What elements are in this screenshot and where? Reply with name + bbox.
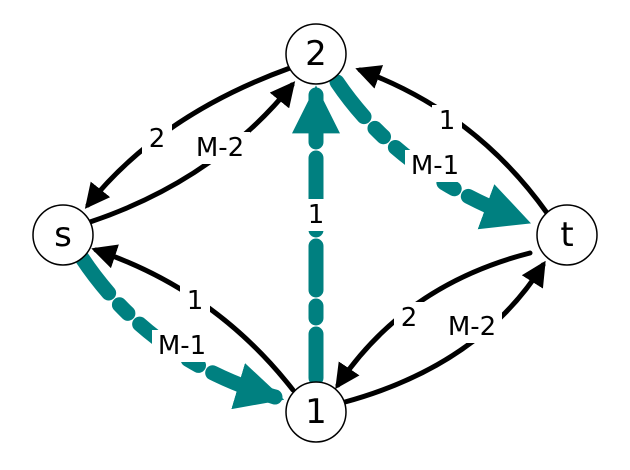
node-label-2: 2 [305, 34, 327, 74]
node-t: t [536, 204, 598, 266]
edge-label-2-to-t: M-1 [411, 151, 459, 181]
edge-label-t-to-2: 1 [439, 106, 456, 136]
edge-s-to-1: M-1 [74, 250, 285, 410]
edge-2-to-s: 2 [84, 65, 293, 209]
edge-label-1-to-2: 1 [308, 200, 325, 230]
edge-label-1-to-s: 1 [187, 286, 204, 316]
edge-label-s-to-2: M-2 [196, 133, 244, 163]
node-1: 1 [285, 381, 347, 443]
edge-label-2-to-s: 2 [149, 124, 166, 154]
edge-label-1-to-t: M-2 [448, 312, 496, 342]
edge-label-s-to-1: M-1 [158, 331, 206, 361]
flow-edge-s-to-1 [74, 250, 285, 410]
node-label-t: t [560, 215, 573, 255]
node-label-1: 1 [305, 392, 327, 432]
edge-s-to-2: M-2 [87, 81, 296, 225]
edge-2-to-t: M-1 [329, 74, 532, 230]
edge-1-to-t: M-2 [342, 260, 546, 405]
node-2: 2 [285, 23, 347, 85]
node-label-s: s [54, 215, 72, 255]
edge-t-to-1: 2 [335, 250, 533, 390]
edge-label-t-to-1: 2 [401, 303, 418, 333]
edge-1-to-2: 1 [291, 85, 341, 386]
node-s: s [32, 204, 94, 266]
